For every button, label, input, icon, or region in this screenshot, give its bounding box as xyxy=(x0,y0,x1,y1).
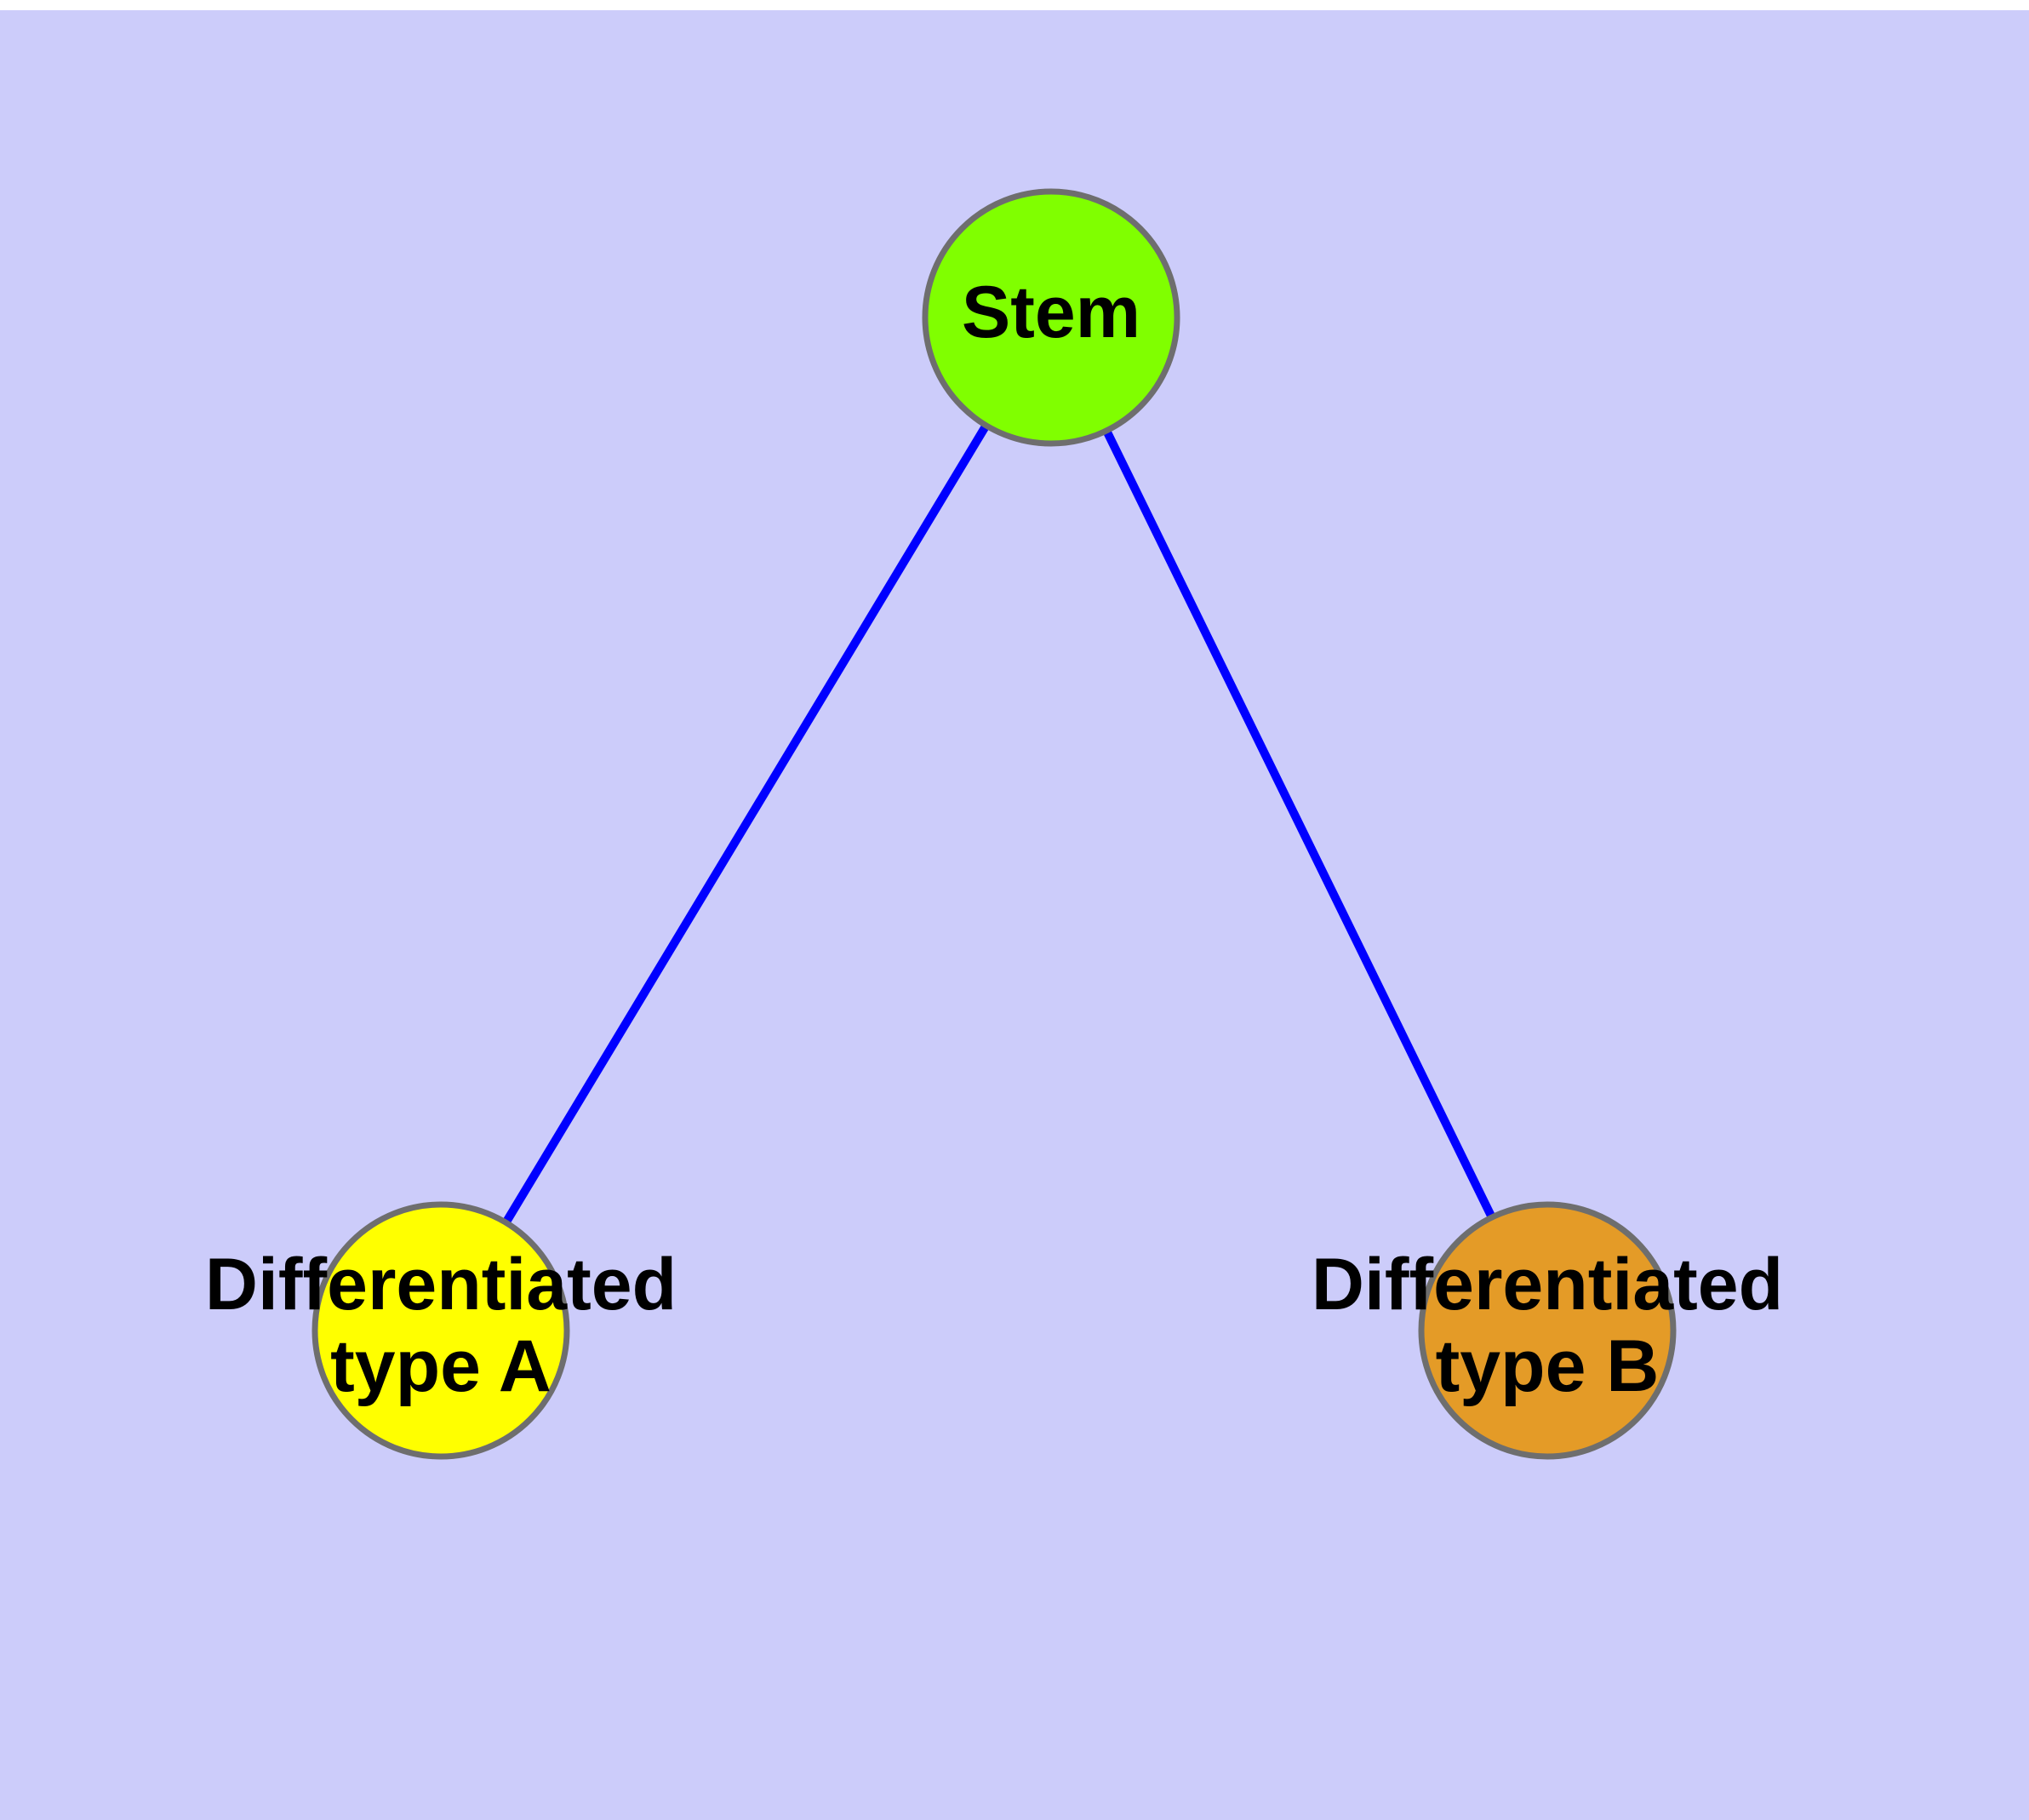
node-circle-stem[interactable] xyxy=(922,188,1180,447)
node-circle-diff-a[interactable] xyxy=(311,1201,570,1460)
node-circle-diff-b[interactable] xyxy=(1418,1201,1677,1460)
node-label-line: Differentiated xyxy=(1312,1244,1783,1325)
graph-node-stem[interactable]: Stem xyxy=(922,188,1180,447)
graph-edge[interactable] xyxy=(502,423,990,1225)
node-label-line: Differentiated xyxy=(205,1244,677,1325)
node-label-stem: Stem xyxy=(962,272,1140,353)
graph-edge[interactable] xyxy=(1102,428,1496,1220)
edges-layer xyxy=(502,423,1496,1225)
node-label-line: Stem xyxy=(962,272,1140,353)
node-label-line: type B xyxy=(1436,1325,1660,1407)
node-label-line: type A xyxy=(330,1325,552,1407)
